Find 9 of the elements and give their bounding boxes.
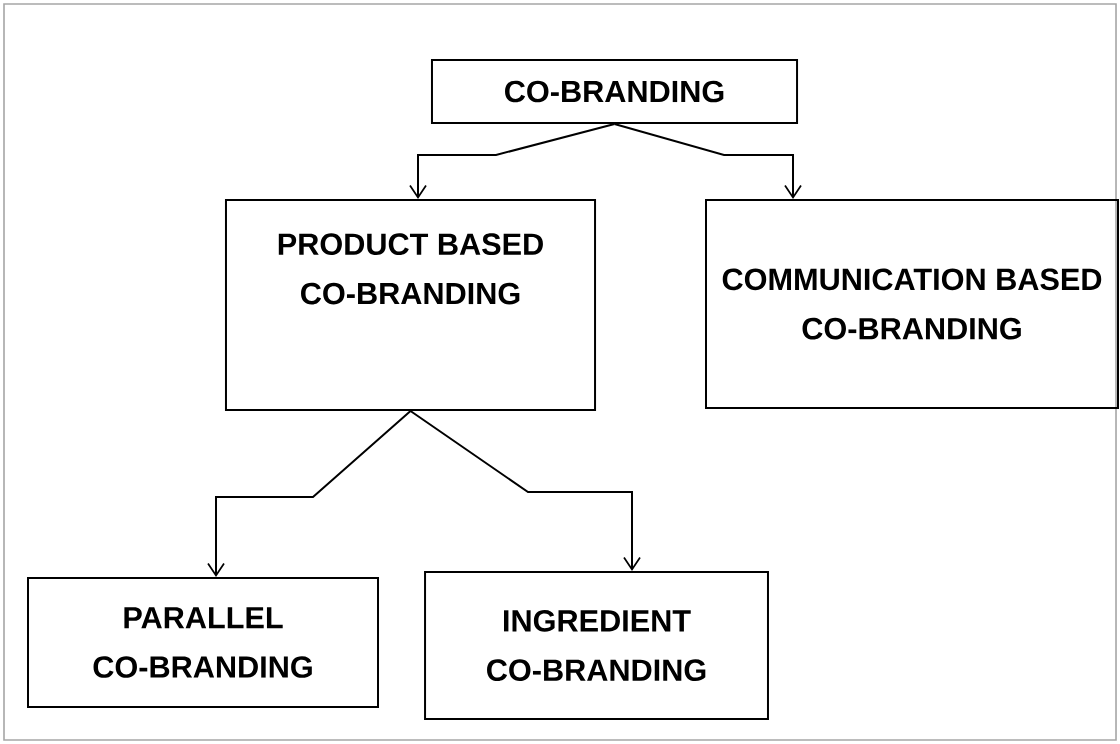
process-box: INGREDIENT CO-BRANDING bbox=[424, 571, 769, 720]
arrow bbox=[613, 122, 802, 199]
arrow bbox=[409, 122, 616, 199]
process-box: COMMUNICATION BASED CO-BRANDING bbox=[705, 199, 1119, 409]
arrow bbox=[207, 410, 412, 577]
process-box: PRODUCT BASED CO-BRANDING bbox=[224, 199, 597, 411]
process-box: PARALLEL CO-BRANDING bbox=[27, 577, 379, 709]
arrow bbox=[409, 410, 641, 572]
process-box: CO-BRANDING bbox=[431, 59, 799, 124]
